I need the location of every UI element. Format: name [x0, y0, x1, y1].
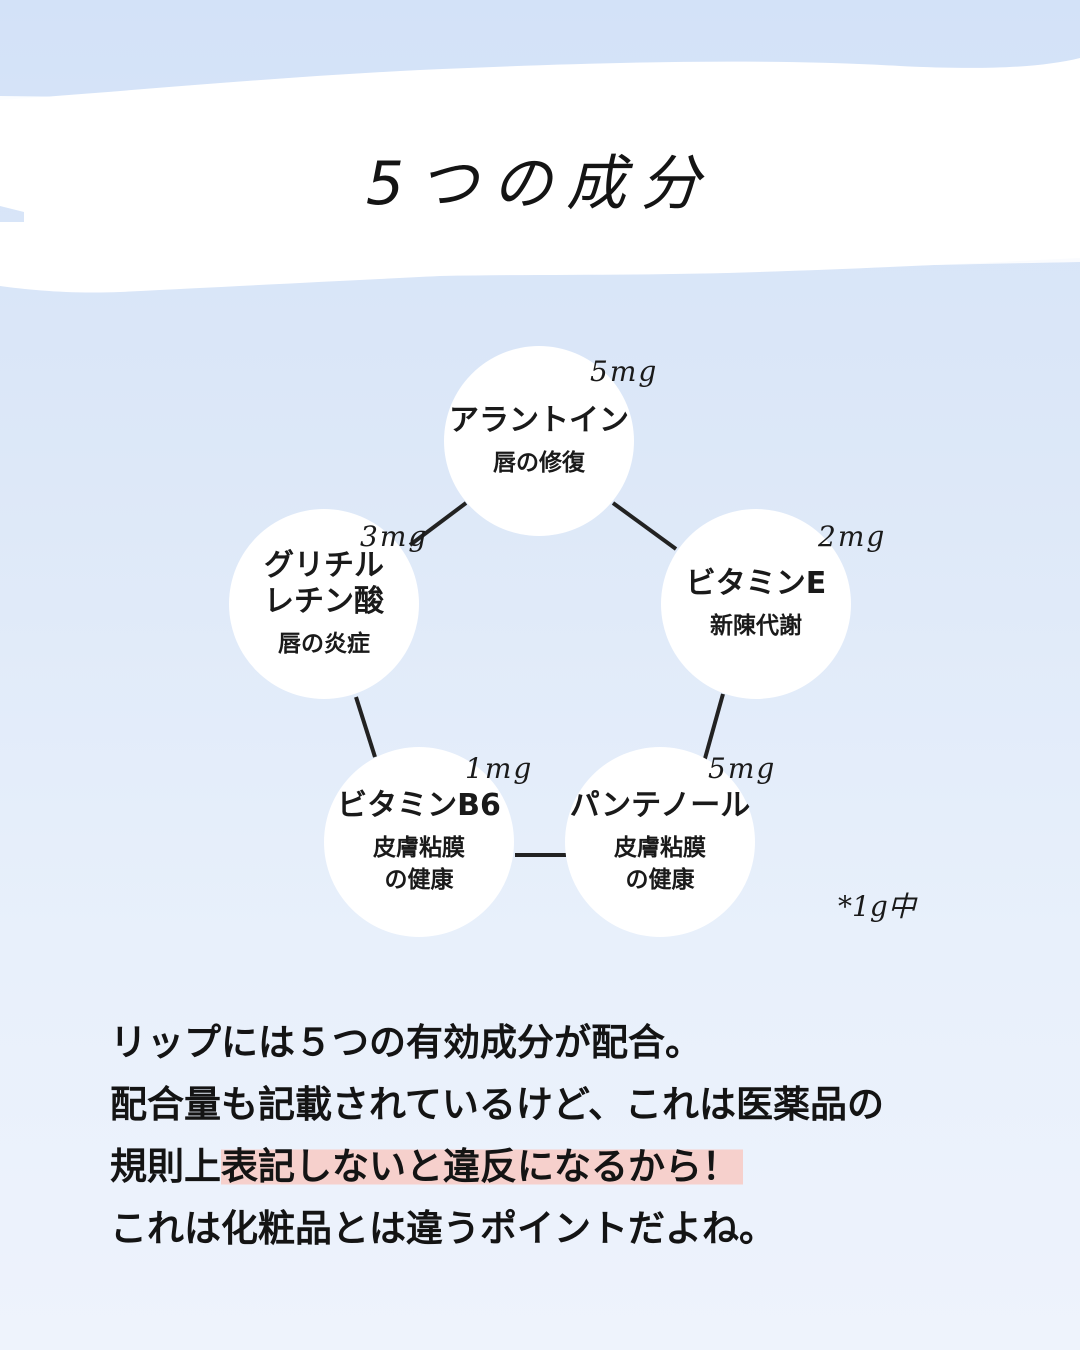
- ingredient-amount: 1mg: [465, 752, 534, 785]
- ingredient-effect: 新陳代謝: [710, 612, 802, 639]
- connector-line-top-left: [408, 501, 468, 547]
- description-line-2: 配合量も記載されているけど、これは医薬品の: [110, 1083, 885, 1126]
- connector-line-left-bottomleft: [354, 696, 377, 758]
- ingredient-name: アラントイン: [449, 402, 629, 438]
- ingredient-name: ビタミンB6: [337, 787, 501, 823]
- ingredient-node-glycyrrhetinic-acid: グリチル レチン酸 唇の炎症: [229, 509, 419, 699]
- ingredient-effect: 皮膚粘膜 の健康: [614, 834, 706, 893]
- ingredient-amount: 5mg: [708, 752, 777, 785]
- connector-line-right-bottomright: [702, 693, 725, 763]
- ingredient-amount: 3mg: [360, 520, 429, 553]
- ingredient-amount: 2mg: [818, 520, 887, 553]
- page-title: 5つの成分: [365, 149, 715, 219]
- ingredient-effect: 皮膚粘膜 の健康: [373, 834, 465, 893]
- ingredient-node-vitamin-b6: ビタミンB6 皮膚粘膜 の健康: [324, 747, 514, 937]
- highlighted-text: 表記しないと違反になるから！: [221, 1145, 743, 1188]
- ingredient-node-allantoin: アラントイン 唇の修復: [444, 346, 634, 536]
- description-line-3: 規則上表記しないと違反になるから！: [110, 1136, 1010, 1198]
- description-line-4: これは化粧品とは違うポイントだよね。: [110, 1207, 776, 1250]
- connector-line-top-right: [611, 501, 678, 551]
- per-gram-note: *1g中: [838, 890, 916, 923]
- description-line-1: リップには５つの有効成分が配合。: [110, 1021, 702, 1064]
- ingredient-node-vitamin-e: ビタミンE 新陳代謝: [661, 509, 851, 699]
- ingredient-node-panthenol: パンテノール 皮膚粘膜 の健康: [565, 747, 755, 937]
- ingredient-effect: 唇の炎症: [278, 630, 370, 657]
- description-text: リップには５つの有効成分が配合。 配合量も記載されているけど、これは医薬品の 規…: [110, 1012, 1010, 1260]
- description-line-3-prefix: 規則上: [110, 1145, 221, 1188]
- ingredient-amount: 5mg: [590, 355, 659, 388]
- ingredient-name: パンテノール: [569, 787, 751, 823]
- ingredient-name: ビタミンE: [685, 565, 827, 601]
- ingredient-effect: 唇の修復: [493, 449, 585, 476]
- ingredient-name: グリチル レチン酸: [264, 547, 384, 619]
- white-brush-stroke-banner: [0, 58, 1080, 293]
